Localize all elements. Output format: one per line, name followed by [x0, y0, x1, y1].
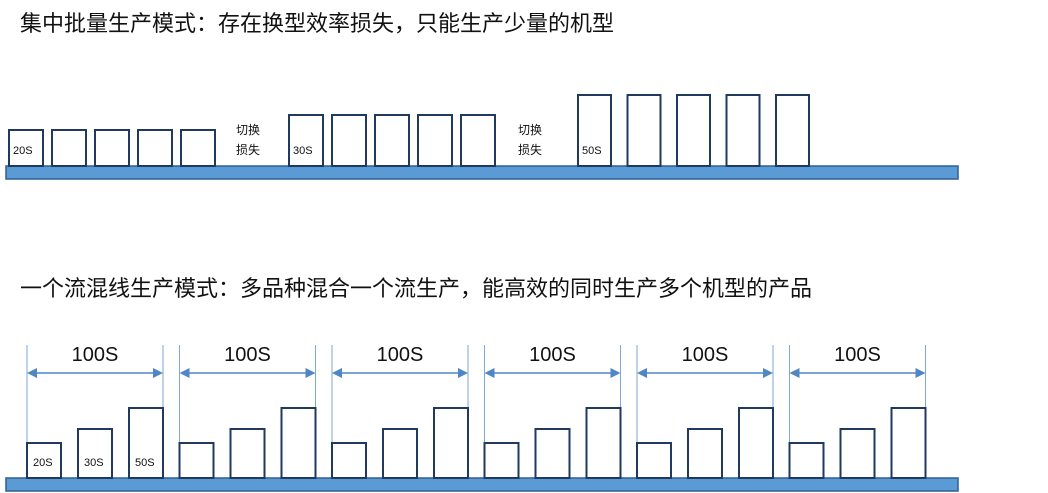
arrowhead-right-3 [458, 368, 468, 378]
batch-unit-50s-5 [775, 94, 810, 167]
batch-unit-30s-3 [374, 114, 410, 167]
batch-unit-label-30s: 30S [293, 145, 313, 157]
arrowhead-right-1 [153, 368, 163, 378]
batch-unit-30s-4 [417, 114, 453, 167]
arrowhead-left-2 [179, 368, 190, 378]
mixed-unit-30s-cycle-5 [687, 428, 723, 479]
batch-unit-label-50s: 50S [582, 145, 602, 157]
mixed-unit-30s-cycle-1 [77, 428, 113, 479]
mixed-unit-50s-cycle-4 [585, 407, 622, 479]
batch-unit-20s-1 [8, 129, 44, 167]
cycle-interval-label-1: 100S [72, 344, 119, 366]
arrowhead-left-1 [27, 368, 37, 378]
mixed-unit-50s-cycle-6 [890, 407, 927, 479]
batch-conveyor-belt [5, 165, 959, 180]
mixed-unit-50s-cycle-1 [128, 407, 164, 479]
batch-unit-20s-5 [180, 129, 216, 167]
mixed-unit-50s-cycle-3 [433, 407, 469, 479]
changeover-loss-label-2-line2: 损失 [518, 142, 542, 157]
batch-production-line: 20S 30S 50S 切换 损失 切换 损失 [5, 94, 959, 180]
batch-unit-50s-3 [676, 94, 711, 167]
arrowhead-left-6 [789, 368, 800, 378]
cycle-interval-label-3: 100S [377, 344, 424, 366]
mixed-unit-20s-cycle-4 [483, 442, 520, 479]
mixed-unit-30s-cycle-3 [382, 428, 418, 479]
mixed-unit-50s-cycle-5 [738, 407, 774, 479]
mixed-conveyor-belt [5, 477, 959, 492]
batch-unit-30s-1 [288, 114, 324, 167]
mixed-production-line: 100S 100S 100S 100S 100S 100S 20S 30S 50S [5, 344, 959, 492]
batch-unit-50s-1 [577, 94, 612, 167]
cycle-interval-label-4: 100S [529, 344, 576, 366]
cycle-interval-label-2: 100S [224, 344, 271, 366]
batch-unit-50s-2 [626, 94, 662, 167]
mixed-unit-30s-cycle-2 [229, 428, 266, 479]
mixed-unit-label-50s: 50S [135, 457, 155, 469]
batch-unit-20s-4 [137, 129, 173, 167]
arrowhead-left-5 [637, 368, 647, 378]
cycle-interval-label-6: 100S [834, 344, 881, 366]
changeover-loss-label-2-line1: 切换 [518, 123, 542, 137]
mixed-unit-20s-cycle-3 [331, 442, 367, 479]
arrowhead-right-2 [305, 368, 316, 378]
arrowhead-right-6 [915, 368, 926, 378]
batch-unit-30s-2 [331, 114, 367, 167]
mixed-unit-20s-cycle-5 [636, 442, 672, 479]
mixed-unit-label-20s: 20S [33, 457, 53, 469]
batch-mode-title: 集中批量生产模式：存在换型效率损失，只能生产少量的机型 [20, 12, 615, 37]
arrowhead-right-5 [763, 368, 773, 378]
arrowhead-left-3 [332, 368, 342, 378]
batch-unit-label-20s: 20S [13, 145, 33, 157]
arrowhead-left-4 [484, 368, 495, 378]
changeover-loss-label-1-line2: 损失 [236, 142, 260, 157]
mixed-unit-20s-cycle-1 [26, 442, 62, 479]
batch-unit-50s-4 [725, 94, 761, 167]
mixed-unit-30s-cycle-6 [839, 428, 876, 479]
batch-unit-30s-5 [460, 114, 496, 167]
mixed-mode-title: 一个流混线生产模式：多品种混合一个流生产，能高效的同时生产多个机型的产品 [20, 277, 813, 302]
cycle-interval-label-5: 100S [682, 344, 729, 366]
mixed-unit-30s-cycle-4 [534, 428, 571, 479]
mixed-unit-50s-cycle-2 [280, 407, 317, 479]
batch-unit-20s-3 [94, 129, 130, 167]
batch-unit-20s-2 [51, 129, 87, 167]
mixed-unit-20s-cycle-6 [788, 442, 825, 479]
arrowhead-right-4 [610, 368, 621, 378]
changeover-loss-label-1-line1: 切换 [236, 123, 260, 137]
mixed-unit-20s-cycle-2 [178, 442, 215, 479]
mixed-unit-label-30s: 30S [84, 457, 104, 469]
